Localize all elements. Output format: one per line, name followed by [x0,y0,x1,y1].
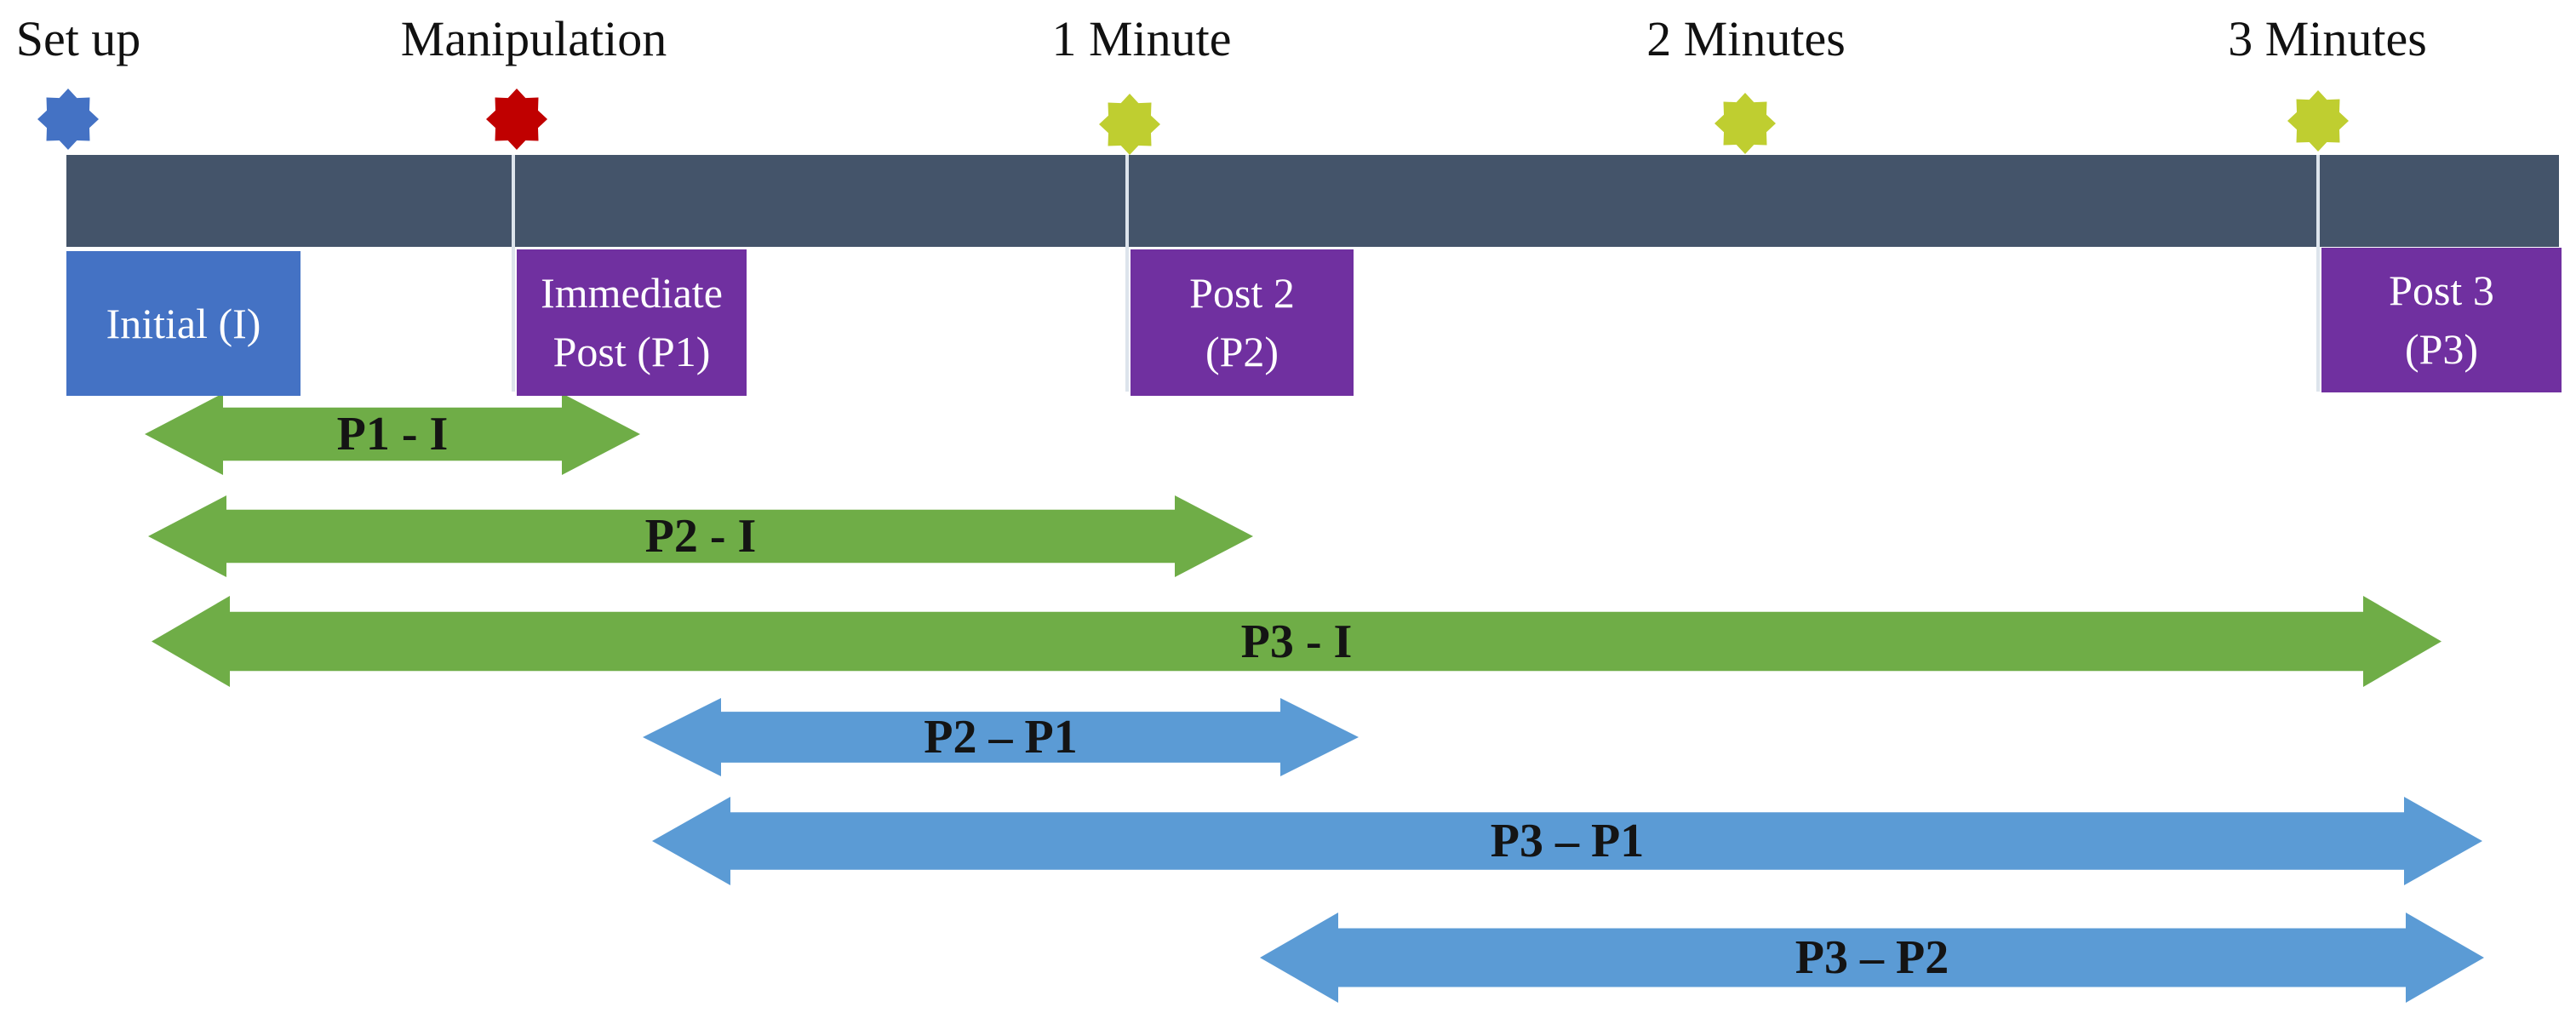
box-p2-label-line2: (P2) [1205,328,1279,375]
3-minutes-burst-icon [2287,90,2349,152]
box-immediate-post-p1: Immediate Post (P1) [517,249,747,396]
time-label-setup: Set up [15,11,141,66]
arrow-p3-minus-i-label: P3 - I [1240,615,1353,668]
arrow-p3-minus-p1: P3 – P1 [652,797,2482,885]
arrow-p2-minus-p1-label: P2 – P1 [924,711,1078,764]
arrow-p3-minus-p2-label: P3 – P2 [1795,931,1949,984]
box-p2-label-line1: Post 2 [1189,269,1295,317]
box-p3-label-line2: (P3) [2404,325,2479,373]
box-post-3-p3: Post 3 (P3) [2321,248,2562,392]
box-initial: Initial (I) [66,251,301,396]
2-minutes-burst-icon [1714,93,1776,154]
box-p1-label-line1: Immediate [541,269,723,317]
arrow-p2-minus-i-label: P2 - I [644,510,757,563]
arrow-p3-minus-p2: P3 – P2 [1260,913,2484,1003]
arrow-p1-minus-i: P1 - I [145,393,640,475]
tick-line-1-minute [1125,155,1129,392]
arrow-p2-minus-i: P2 - I [148,495,1253,577]
arrow-p3-minus-p1-label: P3 – P1 [1490,815,1645,867]
timeline-bar [66,155,2559,247]
tick-line-manipulation [512,155,515,392]
box-p3-label-line1: Post 3 [2389,266,2494,314]
time-label-3-minutes: 3 Minutes [2228,11,2427,66]
arrow-p2-minus-p1: P2 – P1 [643,698,1359,776]
1-minute-burst-icon [1099,94,1160,155]
time-label-2-minutes: 2 Minutes [1646,11,1846,66]
time-label-1-minute: 1 Minute [1051,11,1232,66]
tick-line-3-minutes [2316,155,2320,392]
arrow-p1-minus-i-label: P1 - I [336,408,449,461]
box-p1-label-line2: Post (P1) [552,328,711,375]
arrow-p3-minus-i: P3 - I [152,596,2441,687]
setup-burst-icon [37,89,99,150]
box-initial-label: Initial (I) [106,299,261,347]
time-label-manipulation: Manipulation [400,11,667,66]
manipulation-burst-icon [486,89,547,150]
box-post-2-p2: Post 2 (P2) [1131,249,1354,396]
